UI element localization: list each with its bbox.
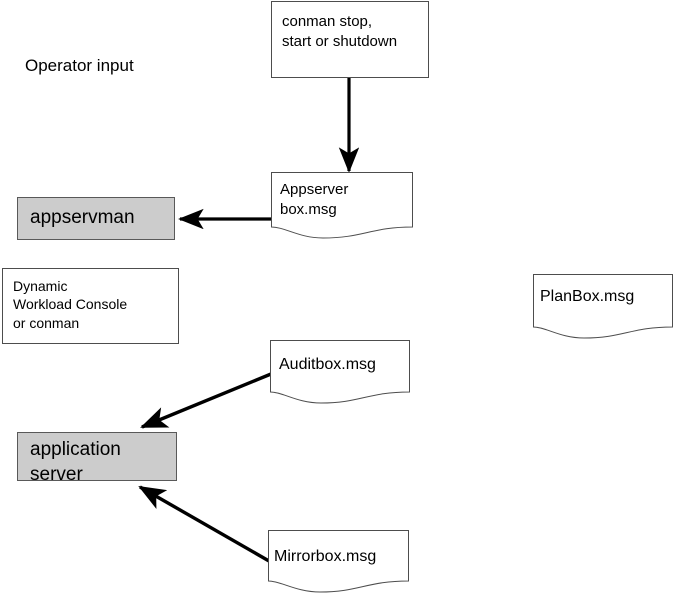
document-shape [270,340,410,404]
edge-auditbox-to-appserver [140,372,272,429]
node-dynamic-workload-console-label: Dynamic Workload Console or conman [13,278,128,331]
node-conman-command-label: conman stop, start or shutdown [282,13,398,50]
document-shape [271,172,413,239]
node-appservman-label: appservman [30,207,135,228]
node-conman-command[interactable]: conman stop, start or shutdown [271,1,429,78]
node-auditbox-msg-label: Auditbox.msg [279,356,376,373]
node-appserverbox-msg-label: Appserver box.msg [280,181,349,218]
edge-mirrorbox-to-appserver [138,485,270,563]
node-mirrorbox-msg-label: Mirrorbox.msg [274,548,377,565]
node-application-server[interactable]: application server [17,432,177,485]
document-shape [533,274,673,339]
node-dynamic-workload-console[interactable]: Dynamic Workload Console or conman [2,268,179,344]
node-appservman[interactable]: appservman [17,197,175,240]
node-planbox-msg[interactable]: PlanBox.msg [533,274,673,340]
node-application-server-label: application server [30,439,121,485]
operator-input-label: Operator input [25,56,134,75]
node-appserverbox-msg[interactable]: Appserver box.msg [271,172,413,240]
node-planbox-msg-label: PlanBox.msg [540,288,635,305]
node-auditbox-msg[interactable]: Auditbox.msg [270,340,410,405]
node-mirrorbox-msg[interactable]: Mirrorbox.msg [268,530,409,594]
document-shape [268,530,409,593]
